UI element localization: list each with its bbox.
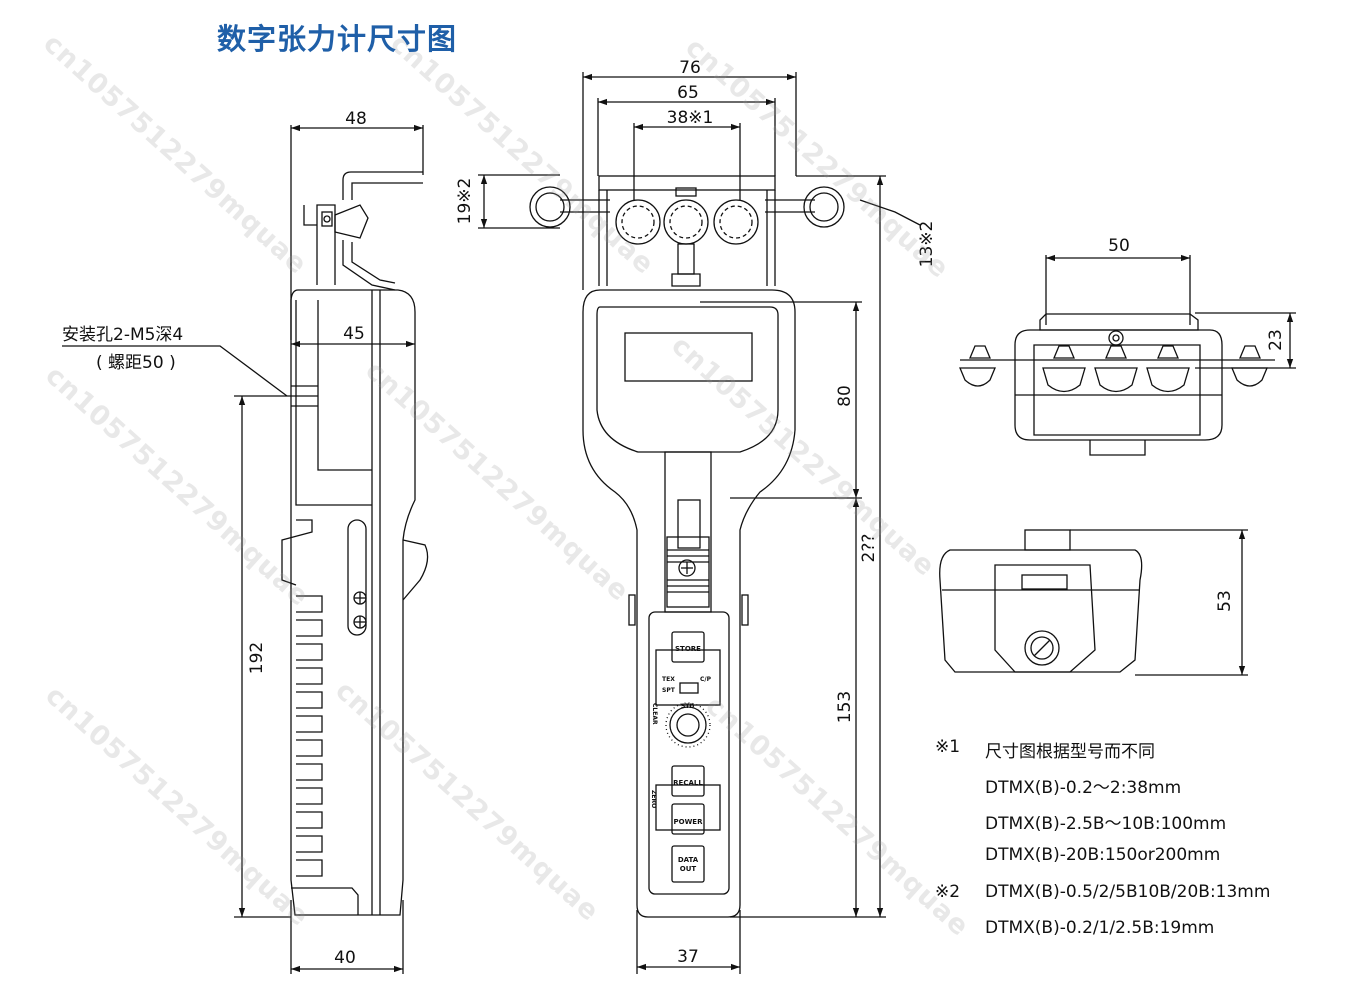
dim-side-top: 48 <box>345 109 367 129</box>
dim-top-23: 23 <box>1266 329 1286 351</box>
panel-labels: STORE RECALL POWER DATA OUT TEX SPT C/P … <box>650 645 712 873</box>
page-title: 数字张力计尺寸图 <box>217 22 458 56</box>
recall-label: RECALL <box>673 779 703 787</box>
std-label: STD <box>681 703 694 710</box>
note-2-b: DTMX(B)-0.2/1/2.5B:19mm <box>985 918 1215 938</box>
dim-bottom-53: 53 <box>1215 590 1235 612</box>
note-2-a: DTMX(B)-0.5/2/5B10B/20B:13mm <box>985 882 1271 902</box>
data-out-label-2: OUT <box>680 865 697 873</box>
mount-label-line2: ( 螺距50 ) <box>96 353 176 373</box>
dim-front-80: 80 <box>835 385 855 407</box>
dim-front-65: 65 <box>677 83 699 103</box>
dim-front-37: 37 <box>677 947 699 967</box>
dim-side-height: 192 <box>247 642 267 674</box>
note-2-mark: ※2 <box>935 882 961 902</box>
side-grip-ribs <box>296 595 323 877</box>
front-view <box>478 72 921 974</box>
zero-label: ZERO <box>650 790 657 808</box>
mount-label-line1: 安装孔2-M5深4 <box>62 325 183 345</box>
note-1-text: 尺寸图根据型号而不同 <box>985 742 1155 762</box>
dim-top-50: 50 <box>1108 236 1130 256</box>
dimension-labels: 48 45 40 192 76 65 38※1 19※2 13※2 80 2??… <box>62 58 1286 968</box>
dim-front-153: 153 <box>835 691 855 723</box>
dim-front-19: 19※2 <box>455 178 475 225</box>
note-1-c: DTMX(B)-20B:150or200mm <box>985 845 1221 865</box>
dim-front-total: 2?? <box>859 534 879 563</box>
top-view <box>959 254 1296 456</box>
dim-front-13: 13※2 <box>917 221 937 268</box>
store-label: STORE <box>675 645 701 653</box>
data-out-label-1: DATA <box>678 856 699 864</box>
note-1-mark: ※1 <box>935 737 961 757</box>
cp-label: C/P <box>700 676 712 683</box>
top-view-rollers <box>959 345 1268 393</box>
note-1-a: DTMX(B)-0.2～2:38mm <box>985 778 1182 798</box>
clear-label: CLEAR <box>651 703 658 725</box>
tex-label: TEX <box>662 676 675 683</box>
spt-label: SPT <box>662 687 676 694</box>
dim-side-bottom: 40 <box>334 948 356 968</box>
side-view <box>62 124 429 974</box>
bottom-view <box>939 529 1248 676</box>
note-1-b: DTMX(B)-2.5B～10B:100mm <box>985 814 1227 834</box>
dim-front-76: 76 <box>679 58 701 78</box>
dim-side-body: 45 <box>343 324 365 344</box>
dim-front-38: 38※1 <box>667 108 714 128</box>
power-label: POWER <box>674 818 704 826</box>
